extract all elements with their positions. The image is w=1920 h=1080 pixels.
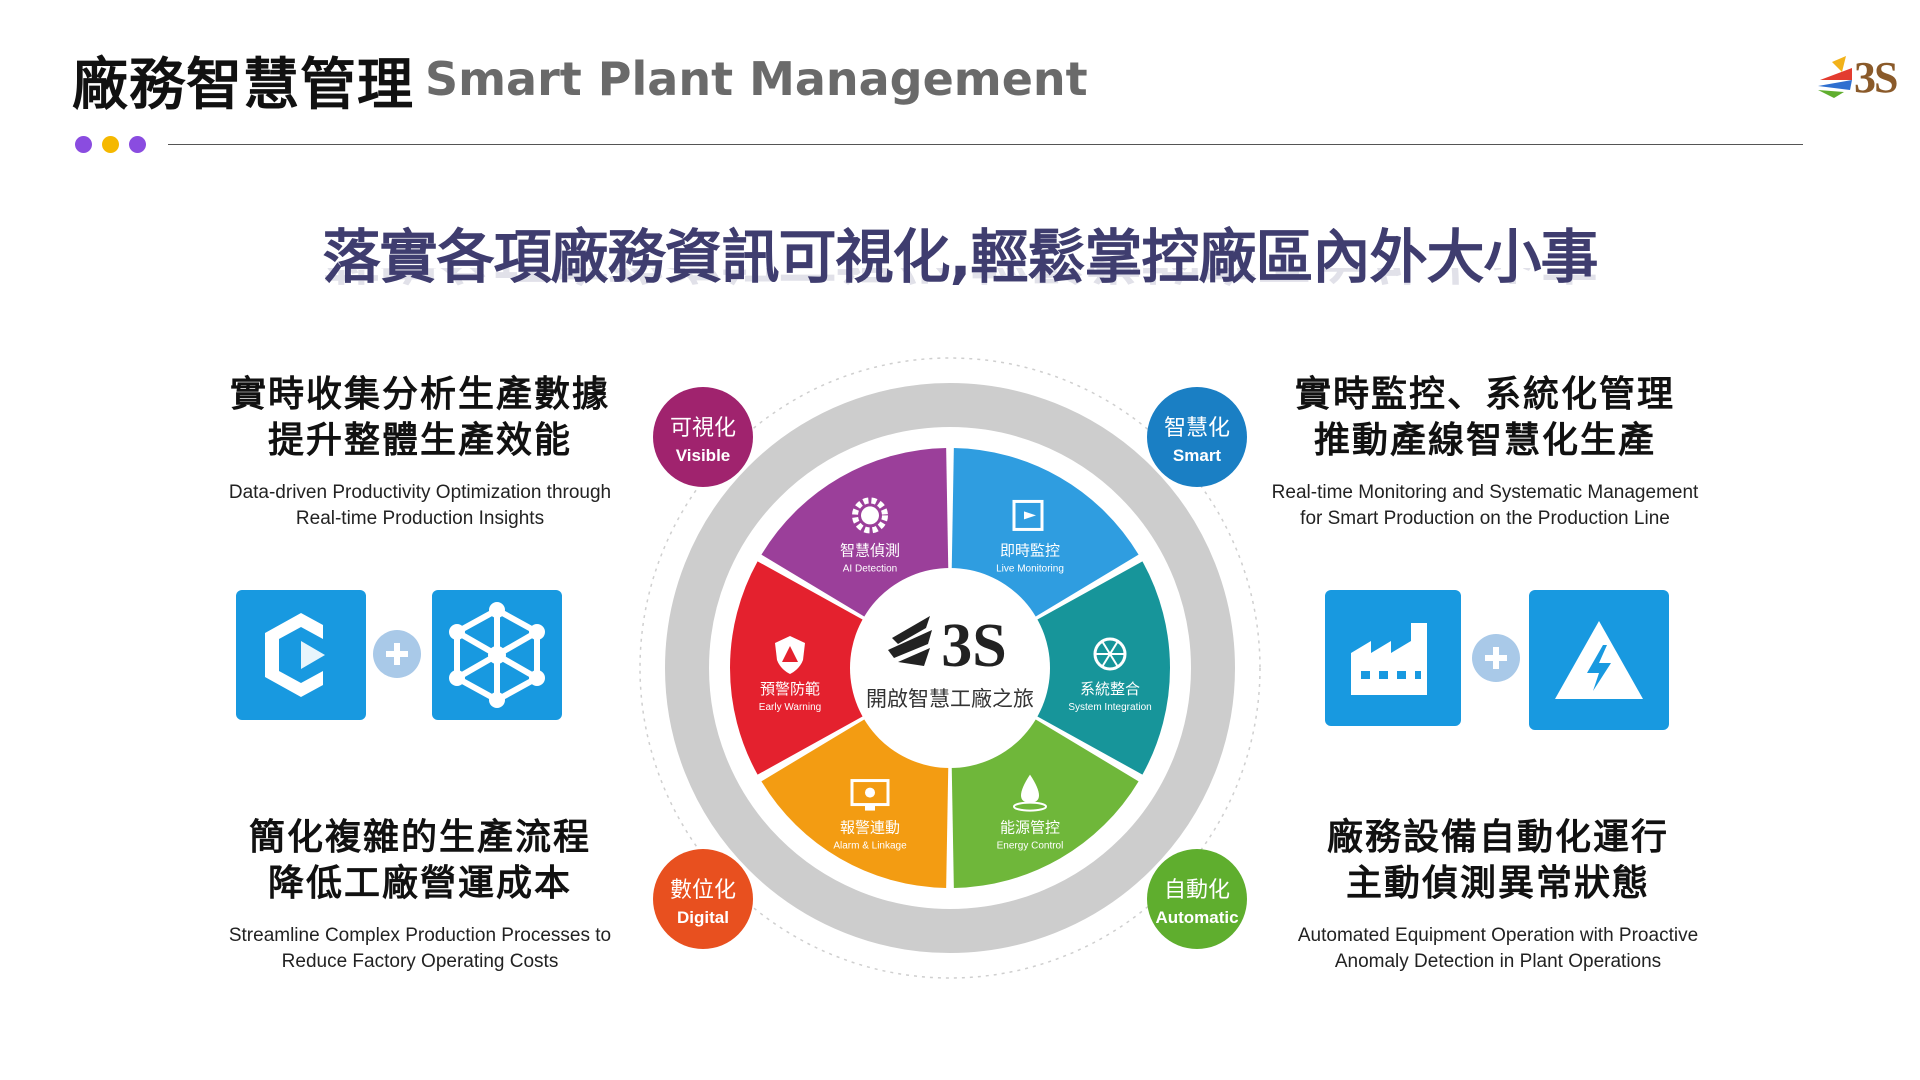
badge-circle (653, 849, 753, 949)
brand-mark-icon (1818, 56, 1852, 98)
segment-label: 報警連動 (840, 819, 900, 837)
block-subtitle-line1: Automated Equipment Operation with Proac… (1297, 925, 1699, 946)
block-top-right: 實時監控、系統化管理 推動產線智慧化生產 Real-time Monitorin… (1255, 372, 1715, 532)
segment-label: 系統整合 (1080, 680, 1140, 698)
wheel-segment (950, 561, 1170, 775)
wheel-center (850, 568, 1050, 768)
drop-icon (1013, 774, 1047, 812)
segment-sublabel: Alarm & Linkage (833, 841, 907, 852)
badge-circle (1147, 849, 1247, 949)
plus-icon (373, 630, 421, 678)
dot-purple (129, 136, 146, 153)
headline: 落實各項廠務資訊可視化,輕鬆掌控廠區內外大小事 (322, 223, 1598, 291)
video-monitor-icon (1012, 499, 1044, 531)
badge-sublabel: Digital (677, 908, 729, 927)
wheel-outer-dashed-ring (639, 357, 1261, 979)
badge-label: 數位化 (670, 878, 736, 903)
segment-sublabel: System Integration (1068, 702, 1151, 713)
segment-sublabel: AI Detection (843, 563, 897, 574)
plus-icon (1472, 634, 1520, 682)
page-title-english: Smart Plant Management (425, 52, 1088, 106)
segment-label: 即時監控 (1000, 541, 1060, 559)
wheel-segment (730, 561, 950, 775)
dot-purple (75, 136, 92, 153)
segment-sublabel: Early Warning (759, 702, 821, 713)
block-heading-line1: 實時監控、系統化管理 (1294, 374, 1675, 415)
decorative-dots (75, 136, 146, 153)
block-heading-line1: 廠務設備自動化運行 (1326, 817, 1669, 858)
badge-circle (1147, 387, 1247, 487)
badge-sublabel: Automatic (1155, 908, 1238, 927)
badge-label: 智慧化 (1164, 416, 1230, 441)
header-divider (168, 144, 1803, 145)
power-warning-icon (1555, 621, 1643, 699)
badge-circle (653, 387, 753, 487)
segment-label: 預警防範 (760, 680, 820, 698)
smart-factory-wheel: 智慧偵測 AI Detection 即時監控 Live Monitoring 系統整合 S… (639, 357, 1261, 979)
block-bottom-left: 簡化複雜的生產流程 降低工廠營運成本 Streamline Complex Pr… (190, 815, 650, 975)
block-subtitle-line2: Real-time Production Insights (295, 508, 545, 529)
badge-label: 自動化 (1164, 878, 1230, 903)
badge-sublabel: Smart (1173, 446, 1222, 465)
factory-icon (1351, 623, 1427, 695)
factory-tile (1325, 590, 1461, 726)
block-heading-line2: 降低工廠營運成本 (267, 863, 572, 904)
center-logo: 3S (888, 612, 1007, 680)
power-warning-tile (1529, 590, 1669, 730)
block-heading-line2: 主動偵測異常狀態 (1345, 863, 1650, 904)
segment-label: 智慧偵測 (840, 541, 900, 559)
block-subtitle-line1: Real-time Monitoring and Systematic Mana… (1271, 482, 1699, 503)
block-bottom-right: 廠務設備自動化運行 主動偵測異常狀態 Automated Equipment O… (1268, 815, 1728, 975)
block-subtitle-line2: Anomaly Detection in Plant Operations (1334, 951, 1662, 972)
block-top-left: 實時收集分析生產數據 提升整體生產效能 Data-driven Producti… (190, 372, 650, 532)
badge-label: 可視化 (670, 416, 736, 441)
block-heading-line1: 實時收集分析生產數據 (229, 374, 610, 415)
shield-warning-icon (775, 636, 805, 674)
block-subtitle-line2: for Smart Production on the Production L… (1300, 508, 1670, 529)
alarm-screen-icon (850, 779, 890, 811)
center-logo-text: 3S (941, 612, 1006, 680)
block-heading-line2: 提升整體生產效能 (267, 420, 572, 461)
segment-label: 能源管控 (1000, 819, 1060, 837)
block-heading-line2: 推動產線智慧化生產 (1313, 420, 1656, 461)
c-logo-tile (236, 590, 366, 720)
center-caption: 開啟智慧工廠之旅 (866, 687, 1034, 711)
block-subtitle-line1: Data-driven Productivity Optimization th… (228, 482, 612, 503)
c-logo-icon (265, 613, 325, 697)
headline-reflection: 落實各項廠務資訊可視化,輕鬆掌控廠區內外大小事 (0, 268, 1920, 302)
block-subtitle-line2: Reduce Factory Operating Costs (281, 951, 559, 972)
segment-sublabel: Live Monitoring (996, 563, 1064, 574)
hex-network-icon (449, 602, 545, 708)
brand-logo-text: 3S (1854, 53, 1899, 102)
page-title: 廠務智慧管理 (72, 53, 414, 118)
dot-yellow (102, 136, 119, 153)
block-subtitle-line1: Streamline Complex Production Processes … (228, 925, 612, 946)
badge-sublabel: Visible (676, 446, 731, 465)
segment-sublabel: Energy Control (997, 841, 1064, 852)
wheel-gray-ring (665, 383, 1235, 953)
network-tile (432, 590, 562, 720)
network-icon (1093, 637, 1127, 671)
block-heading-line1: 簡化複雜的生產流程 (248, 817, 591, 858)
brand-logo: 3S (1814, 50, 1899, 104)
